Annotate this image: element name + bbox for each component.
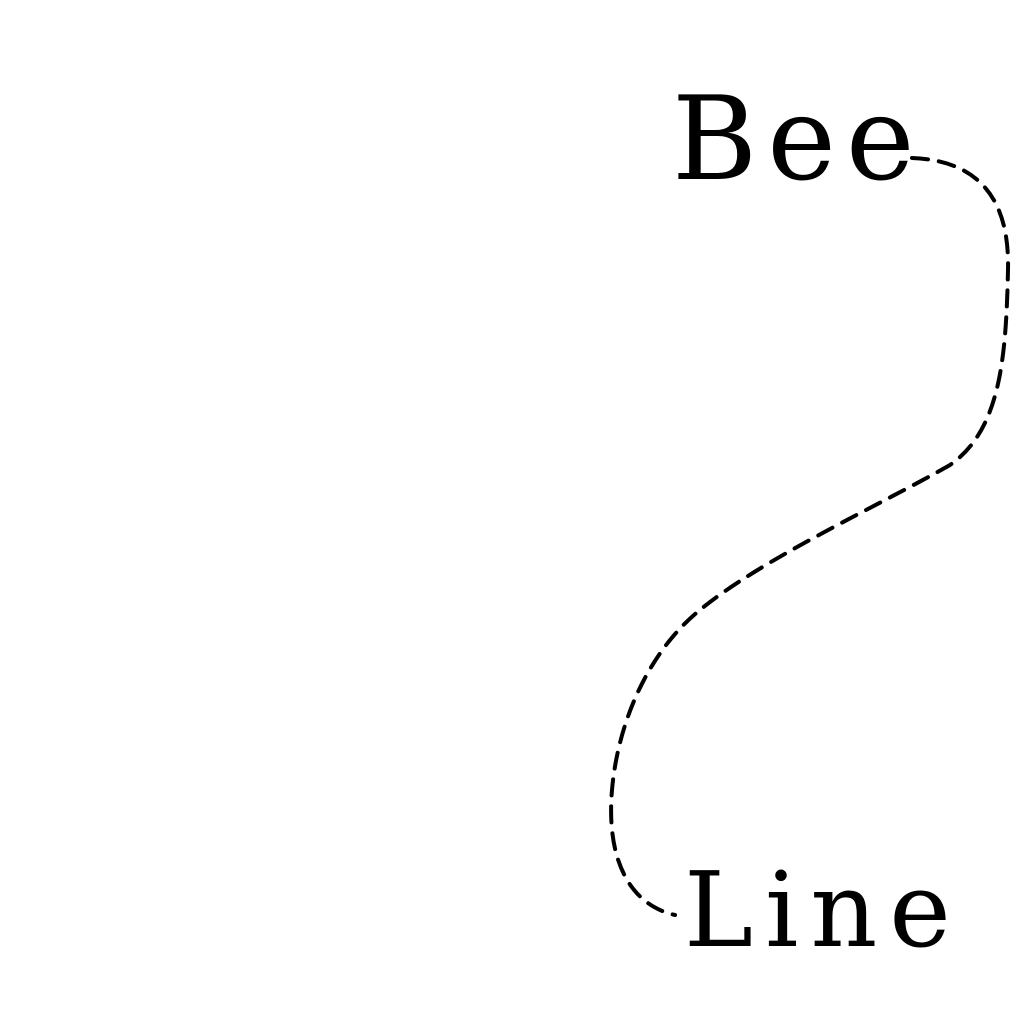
word-line: Line — [684, 849, 963, 971]
word-bee: Bee — [672, 72, 925, 207]
dashed-connector-line — [609, 156, 1011, 917]
